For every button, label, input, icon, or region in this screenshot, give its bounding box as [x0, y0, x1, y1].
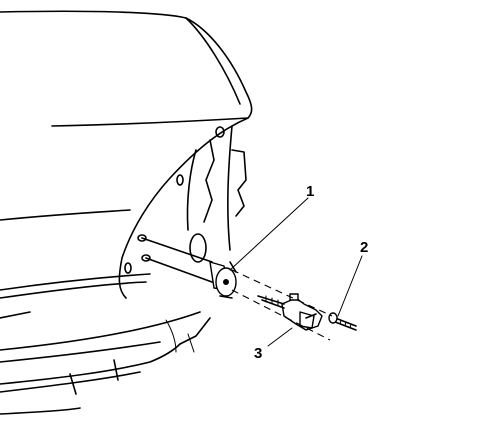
part-2-screw: [328, 312, 357, 331]
leader-lines: [229, 197, 363, 347]
vehicle-body: [0, 10, 253, 415]
body-mounting-holes: [124, 126, 225, 274]
callout-1: 1: [306, 183, 314, 200]
callout-2: 2: [360, 239, 368, 256]
part-3-lamp-assembly: [257, 293, 323, 331]
callout-3: 3: [254, 345, 262, 362]
alignment-lines: [231, 269, 333, 341]
part-1-bracket: [141, 237, 237, 299]
